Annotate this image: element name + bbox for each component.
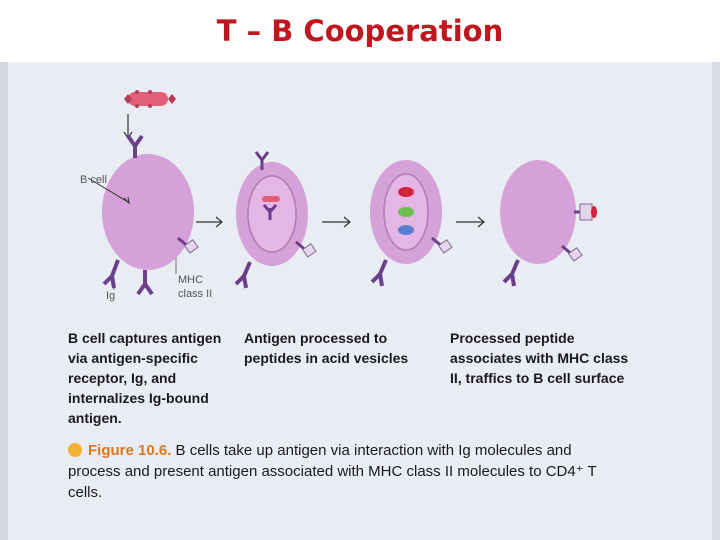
b-cell-1 bbox=[87, 134, 199, 296]
b-cell-label: B cell bbox=[80, 174, 107, 186]
figure-number: Figure 10.6. bbox=[88, 442, 172, 459]
b-cell-4 bbox=[500, 160, 597, 287]
class-ii-label: class II bbox=[178, 288, 213, 300]
antigen-icon bbox=[124, 90, 176, 108]
b-cell-diagram bbox=[0, 62, 720, 540]
mhc-label: MHC bbox=[178, 274, 204, 286]
step2-caption: Antigen processed to peptides in acid ve… bbox=[244, 330, 409, 366]
figure-caption: Figure 10.6. B cells take up antigen via… bbox=[68, 440, 628, 503]
b-cell-2 bbox=[234, 151, 317, 289]
caption-bullet-icon bbox=[68, 443, 82, 457]
figure-panel: B cell Ig MHC class II B cell captures a… bbox=[0, 62, 720, 540]
b-cell-3 bbox=[370, 160, 453, 287]
ig-label: Ig bbox=[106, 290, 116, 302]
slide-title: T – B Cooperation bbox=[216, 14, 504, 48]
step3-caption: Processed peptide associates with MHC cl… bbox=[450, 330, 629, 386]
figure-caption-text: B cells take up antigen via interaction … bbox=[68, 442, 597, 501]
step1-caption: B cell captures antigen via antigen-spec… bbox=[68, 330, 222, 426]
